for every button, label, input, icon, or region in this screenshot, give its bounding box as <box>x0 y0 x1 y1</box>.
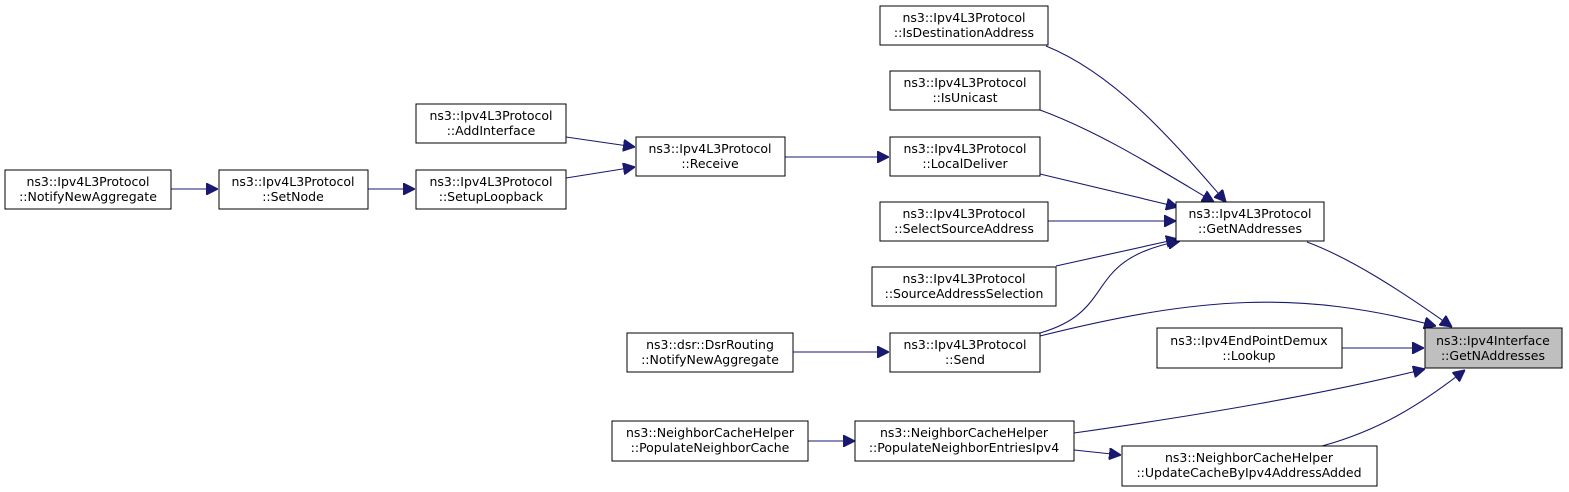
node-ipv4l3-send[interactable]: ns3::Ipv4L3Protocol ::Send <box>889 332 1041 373</box>
edge-getnaddresses-to-target <box>1306 241 1452 327</box>
node-ipv4l3-getnaddresses[interactable]: ns3::Ipv4L3Protocol ::GetNAddresses <box>1175 201 1325 242</box>
node-neighborcachehelper-populateneighborentriesipv4[interactable]: ns3::NeighborCacheHelper ::PopulateNeigh… <box>854 420 1075 462</box>
node-line1: ns3::Ipv4L3Protocol <box>902 10 1025 25</box>
node-ipv4l3-setuploopback[interactable]: ns3::Ipv4L3Protocol ::SetupLoopback <box>415 169 567 210</box>
edge-setuploopback-to-receive <box>565 167 635 179</box>
node-line2: ::PopulateNeighborCache <box>631 440 790 455</box>
node-line2: ::UpdateCacheByIpv4AddressAdded <box>1136 465 1361 480</box>
edge-popentries-to-target <box>1073 369 1425 434</box>
node-line2: ::PopulateNeighborEntriesIpv4 <box>869 440 1059 455</box>
node-line1: ns3::Ipv4L3Protocol <box>429 174 552 189</box>
node-ipv4l3-isunicast[interactable]: ns3::Ipv4L3Protocol ::IsUnicast <box>889 70 1041 111</box>
edge-srcaddrsel-to-getnaddresses <box>1055 239 1178 267</box>
node-line2: ::Receive <box>681 156 739 171</box>
node-line1: ns3::NeighborCacheHelper <box>880 425 1049 440</box>
node-line2: ::NotifyNewAggregate <box>19 189 157 204</box>
node-line2: ::Send <box>945 352 985 367</box>
node-ipv4l3-receive[interactable]: ns3::Ipv4L3Protocol ::Receive <box>635 136 786 177</box>
edge-isunicast-to-getnaddresses <box>1039 109 1214 202</box>
node-line1: ns3::dsr::DsrRouting <box>646 337 774 352</box>
node-line1: ns3::Ipv4L3Protocol <box>902 206 1025 221</box>
edge-popentries-to-updatecache <box>1073 450 1121 455</box>
node-line2: ::LocalDeliver <box>922 156 1008 171</box>
node-line1: ns3::Ipv4L3Protocol <box>26 174 149 189</box>
edge-updatecache-to-target <box>1321 370 1465 447</box>
node-line1: ns3::Ipv4L3Protocol <box>429 108 552 123</box>
node-line2: ::IsUnicast <box>932 90 997 105</box>
edge-addinterface-to-receive <box>565 136 635 147</box>
node-ipv4l3-addinterface[interactable]: ns3::Ipv4L3Protocol ::AddInterface <box>415 103 567 144</box>
node-line2: ::SelectSourceAddress <box>894 221 1034 236</box>
node-line2: ::NotifyNewAggregate <box>641 352 779 367</box>
node-line2: ::SourceAddressSelection <box>885 286 1044 301</box>
node-line1: ns3::Ipv4Interface <box>1436 333 1550 348</box>
edge-send-to-getnaddresses <box>1039 241 1180 334</box>
edge-localdeliver-to-getnaddresses <box>1039 173 1178 207</box>
node-line2: ::AddInterface <box>447 123 536 138</box>
node-line1: ns3::Ipv4L3Protocol <box>648 141 771 156</box>
node-line1: ns3::Ipv4L3Protocol <box>903 75 1026 90</box>
node-line2: ::Lookup <box>1222 348 1275 363</box>
node-ipv4l3-isdestinationaddress[interactable]: ns3::Ipv4L3Protocol ::IsDestinationAddre… <box>879 5 1049 46</box>
node-line1: ns3::NeighborCacheHelper <box>1165 450 1334 465</box>
node-line2: ::GetNAddresses <box>1441 348 1545 363</box>
node-ipv4l3-sourceaddressselection[interactable]: ns3::Ipv4L3Protocol ::SourceAddressSelec… <box>871 266 1057 307</box>
node-ipv4l3-setnode[interactable]: ns3::Ipv4L3Protocol ::SetNode <box>218 169 369 210</box>
node-line1: ns3::Ipv4L3Protocol <box>902 271 1025 286</box>
node-line1: ns3::Ipv4L3Protocol <box>903 337 1026 352</box>
node-neighborcachehelper-populateneighborcache[interactable]: ns3::NeighborCacheHelper ::PopulateNeigh… <box>611 420 809 462</box>
node-line2: ::GetNAddresses <box>1198 221 1302 236</box>
node-line1: ns3::Ipv4L3Protocol <box>231 174 354 189</box>
node-ipv4endpointdemux-lookup[interactable]: ns3::Ipv4EndPointDemux ::Lookup <box>1156 327 1343 369</box>
edges <box>171 45 1465 455</box>
edge-send-to-target <box>1039 301 1436 337</box>
node-line2: ::SetNode <box>262 189 324 204</box>
node-ipv4l3-selectsourceaddress[interactable]: ns3::Ipv4L3Protocol ::SelectSourceAddres… <box>879 201 1049 242</box>
edge-isdest-to-getnaddresses <box>1045 45 1226 202</box>
node-ipv4l3-notifynewaggregate[interactable]: ns3::Ipv4L3Protocol ::NotifyNewAggregate <box>4 169 172 210</box>
node-line2: ::SetupLoopback <box>439 189 544 204</box>
node-line2: ::IsDestinationAddress <box>894 25 1034 40</box>
node-line1: ns3::Ipv4EndPointDemux <box>1170 333 1327 348</box>
node-neighborcachehelper-updatecachebyipv4addressadded[interactable]: ns3::NeighborCacheHelper ::UpdateCacheBy… <box>1121 445 1378 487</box>
node-ipv4l3-localdeliver[interactable]: ns3::Ipv4L3Protocol ::LocalDeliver <box>889 136 1041 177</box>
node-ipv4interface-getnaddresses[interactable]: ns3::Ipv4Interface ::GetNAddresses <box>1424 327 1563 369</box>
node-dsrrouting-notifynewaggregate[interactable]: ns3::dsr::DsrRouting ::NotifyNewAggregat… <box>626 332 794 373</box>
node-line1: ns3::NeighborCacheHelper <box>626 425 795 440</box>
node-line1: ns3::Ipv4L3Protocol <box>903 141 1026 156</box>
node-line1: ns3::Ipv4L3Protocol <box>1188 206 1311 221</box>
